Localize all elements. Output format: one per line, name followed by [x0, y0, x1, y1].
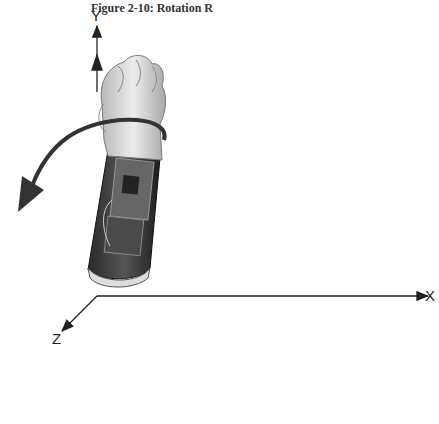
rotation-arrow [18, 120, 165, 212]
axis-label: Y [91, 7, 101, 24]
axis-label: Z [52, 330, 61, 347]
forearm [88, 150, 160, 287]
axis-label: X [425, 287, 435, 304]
figure-title: Figure 2-10: Rotation R [91, 1, 213, 16]
hand [99, 55, 166, 160]
axes [62, 26, 428, 331]
